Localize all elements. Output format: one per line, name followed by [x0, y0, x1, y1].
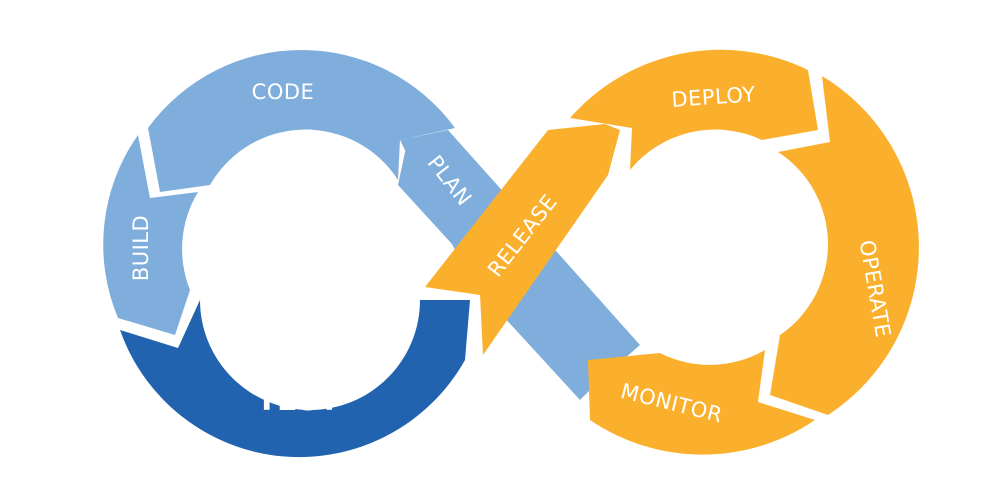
label-deploy: DEPLOY [671, 82, 757, 112]
deploy-segment [570, 49, 818, 170]
test-segment [120, 300, 470, 458]
release-segment [425, 124, 620, 355]
label-test: TEST [256, 383, 340, 418]
operate-segment [770, 76, 919, 415]
label-build: BUILD [129, 215, 153, 281]
code-segment [148, 49, 455, 193]
monitor-segment [588, 350, 815, 455]
label-code: CODE [252, 80, 315, 104]
build-segment [103, 135, 198, 335]
